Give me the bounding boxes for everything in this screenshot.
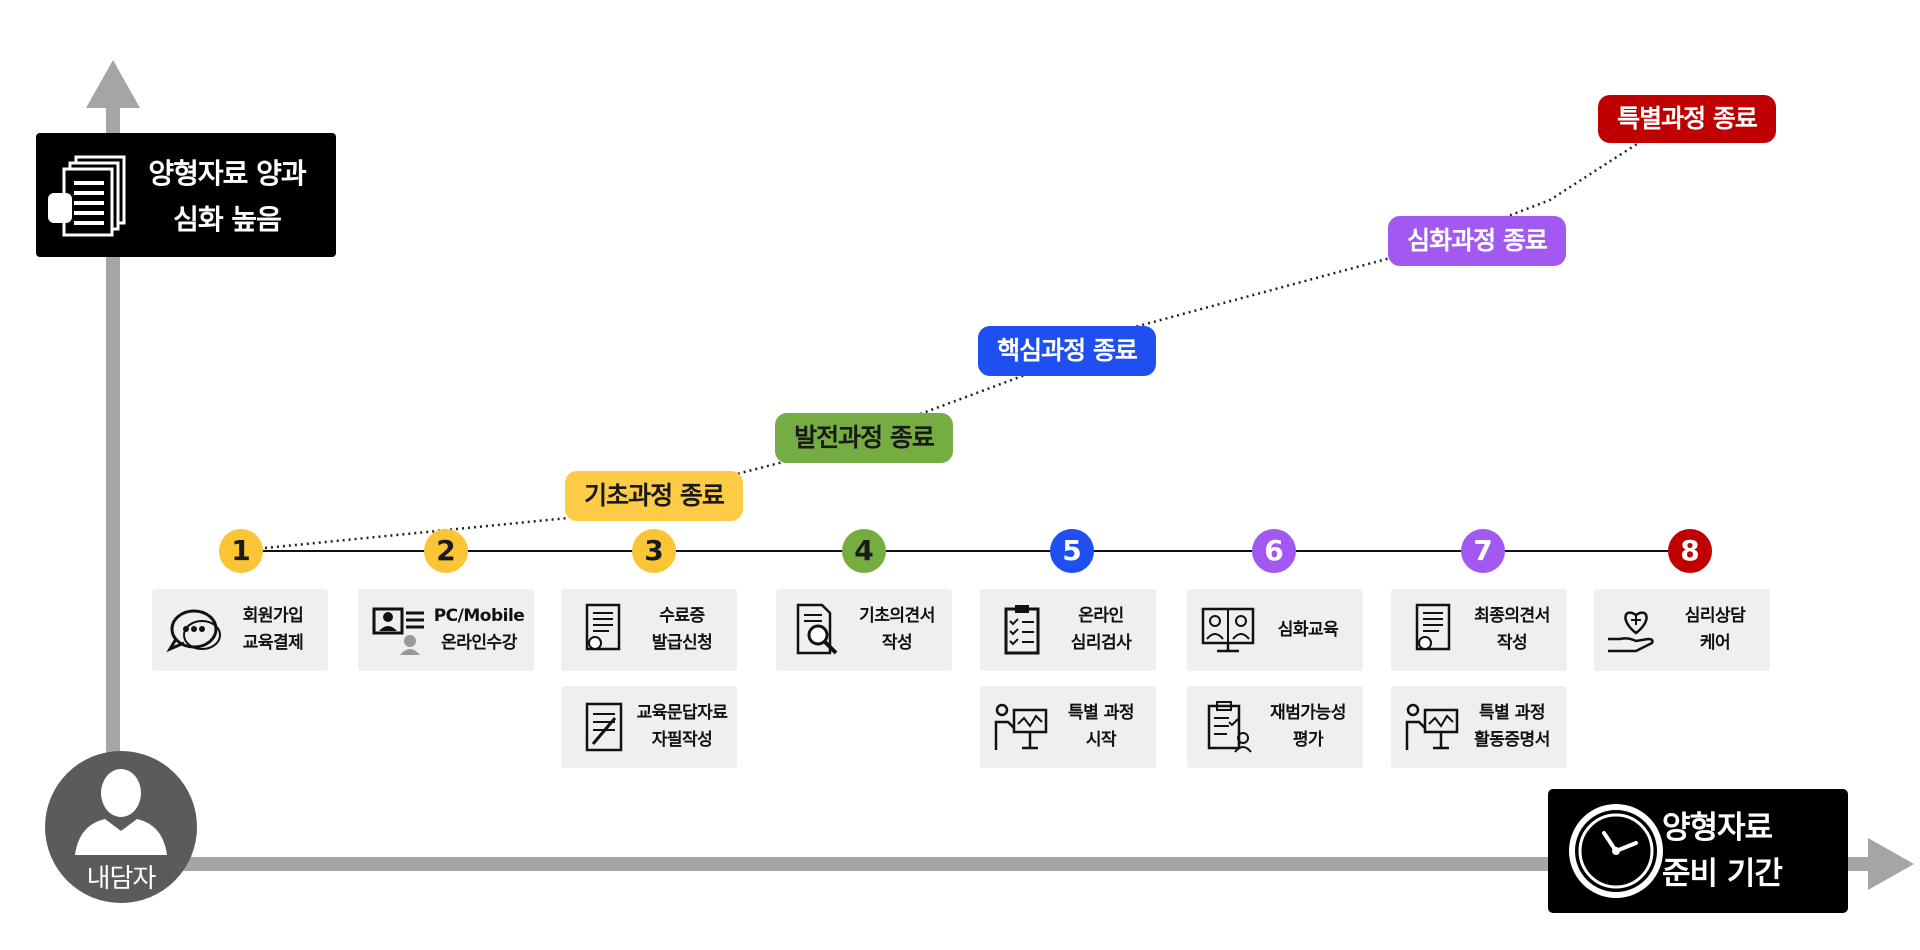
milestone-special-complete: 특별과정 종료: [1598, 95, 1776, 143]
card-line2: 케어: [1699, 633, 1731, 653]
card-advanced-education: 심화교육: [1187, 589, 1363, 671]
step-8-marker: 8: [1668, 529, 1712, 573]
step-number: 8: [1680, 534, 1700, 567]
progress-trend-line: [264, 140, 1641, 550]
x-axis-label-box: 양형자료 준비 기간: [1548, 789, 1848, 913]
checklist-clipboard-icon: [1004, 605, 1040, 655]
card-line1: 교육문답자료: [636, 703, 728, 723]
card-line2: 활동증명서: [1474, 730, 1550, 750]
card-line1: 특별 과정: [1068, 703, 1134, 723]
card-line2: 온라인수강: [441, 633, 517, 653]
card-line1: 수료증: [659, 606, 705, 626]
card-line1: 회원가입: [242, 606, 304, 626]
presenter-board-icon: [994, 703, 1048, 750]
certificate-icon: [585, 603, 621, 651]
card-line1: 재범가능성: [1270, 703, 1346, 723]
x-axis-line: [160, 857, 1880, 871]
video-conference-icon: [1201, 607, 1255, 653]
card-line1: 심화교육: [1277, 620, 1339, 640]
card-online-course: PC/Mobile 온라인수강: [358, 589, 534, 671]
x-axis-arrowhead: [1868, 838, 1914, 890]
y-axis-label-line1: 양형자료 양과: [148, 157, 306, 190]
milestone-development-complete: 발전과정 종료: [775, 413, 953, 463]
step-number: 7: [1473, 534, 1493, 567]
card-line1: 최종의견서: [1474, 606, 1550, 626]
step-number: 1: [231, 534, 251, 567]
origin-client: 내담자: [45, 751, 197, 903]
step-number: 4: [854, 534, 874, 567]
person-silhouette-icon: [45, 751, 197, 903]
chat-bubbles-icon: [166, 609, 221, 653]
origin-label: 내담자: [86, 864, 157, 894]
step-4-marker: 4: [842, 529, 886, 573]
card-line2: 교육결제: [242, 633, 304, 653]
step-5-marker: 5: [1050, 529, 1094, 573]
milestone-advanced-complete: 심화과정 종료: [1388, 216, 1566, 266]
y-axis-line: [106, 95, 120, 775]
step-7-marker: 7: [1461, 529, 1505, 573]
step-number: 3: [644, 534, 664, 567]
heart-hand-care-icon: [1608, 611, 1654, 653]
card-line1: 심리상담: [1684, 606, 1746, 626]
step-number: 5: [1062, 534, 1082, 567]
card-line1: 온라인: [1078, 606, 1124, 626]
online-lecture-icon: [372, 607, 424, 655]
card-line1: 기초의견서: [859, 606, 935, 626]
card-line2: 발급신청: [651, 633, 713, 653]
document-magnifier-icon: [796, 603, 838, 655]
card-line2: 작성: [1496, 633, 1528, 653]
card-line2: 심리검사: [1070, 633, 1132, 653]
presenter-board-icon: [1405, 703, 1459, 750]
x-axis-label-line1: 양형자료: [1662, 810, 1773, 846]
step-number: 2: [436, 534, 456, 567]
certificate-icon: [1415, 603, 1451, 651]
card-line2: 작성: [881, 633, 913, 653]
document-stack-hand-icon: [48, 155, 126, 237]
handwriting-document-icon: [585, 702, 623, 752]
y-axis-arrowhead: [86, 60, 140, 108]
y-axis-label-line2: 심화 높음: [173, 203, 282, 236]
clock-icon: [1569, 804, 1663, 898]
card-line2: 평가: [1292, 730, 1324, 750]
card-line2: 시작: [1085, 730, 1117, 750]
evaluation-clipboard-icon: [1207, 701, 1252, 753]
card-line2: 자필작성: [651, 730, 713, 750]
step-6-marker: 6: [1252, 529, 1296, 573]
step-3-marker: 3: [632, 529, 676, 573]
milestone-basic-complete: 기초과정 종료: [565, 471, 743, 521]
step-2-marker: 2: [424, 529, 468, 573]
step-1-marker: 1: [219, 529, 263, 573]
card-line1: PC/Mobile: [433, 606, 525, 626]
x-axis-label-line2: 준비 기간: [1662, 856, 1783, 892]
card-line1: 특별 과정: [1479, 703, 1545, 723]
step-number: 6: [1264, 534, 1284, 567]
y-axis-label-box: 양형자료 양과 심화 높음: [36, 133, 336, 257]
milestone-core-complete: 핵심과정 종료: [978, 326, 1156, 376]
